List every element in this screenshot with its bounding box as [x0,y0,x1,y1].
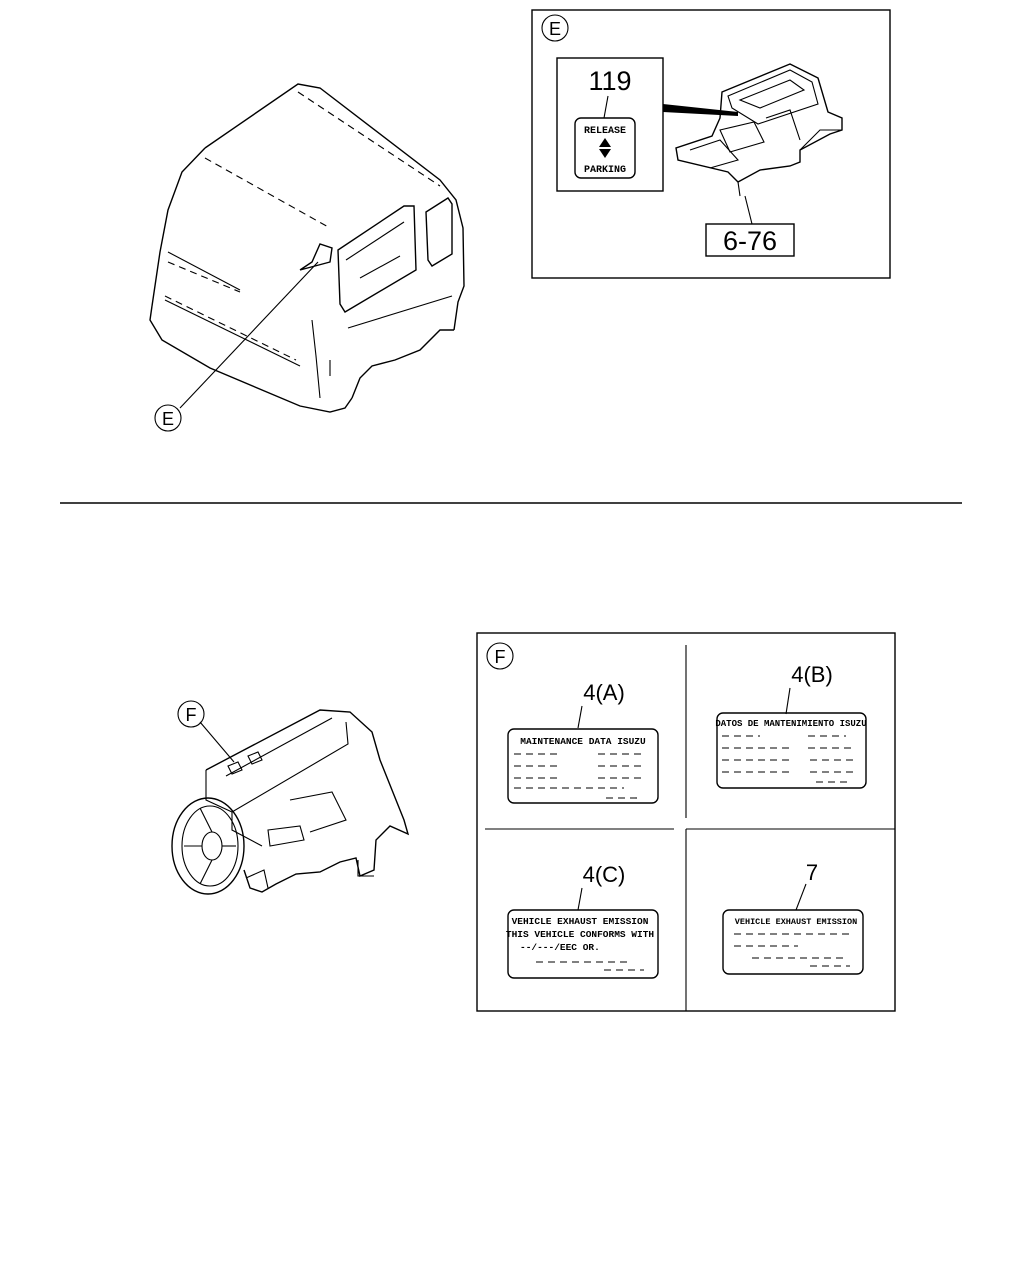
part-number-4c: 4(C) [583,862,626,887]
part-number-4a: 4(A) [583,680,625,705]
part-number-119: 119 [588,66,631,96]
label-4a-title: MAINTENANCE DATA ISUZU [520,736,646,747]
callout-f-engine-letter: F [186,705,197,725]
reference-6-76: 6-76 [723,226,777,256]
detail-f-letter: F [495,647,506,667]
label-4b: 4(B) DATOS DE MANTENIMIENTO ISUZU [715,662,867,789]
callout-e-cab: E [154,404,182,432]
label-4c-line3: --/---/EEC OR. [520,942,600,953]
detail-e-letter: E [549,19,561,39]
label-4a: 4(A) MAINTENANCE DATA ISUZU [507,680,659,804]
decal-parking-text: PARKING [584,165,626,176]
reference-6-76-box [705,223,795,257]
leader-wedge [663,104,738,116]
label-4c: 4(C) VEHICLE EXHAUST EMISSION THIS VEHIC… [506,862,659,979]
label-7-title: VEHICLE EXHAUST EMISSION [735,917,857,927]
detail-e-box: E 119 RELEASE PARKING 6-76 [531,9,891,279]
label-7: 7 VEHICLE EXHAUST EMISSION [722,860,864,975]
callout-e-cab-letter: E [162,409,174,429]
decal-release-text: RELEASE [584,126,626,137]
truck-cab-illustration [149,83,465,413]
engine-illustration [171,709,410,895]
label-4c-line1: VEHICLE EXHAUST EMISSION [512,916,649,927]
part-number-7: 7 [806,860,818,885]
arrow-down-icon [599,149,611,158]
part-number-4b: 4(B) [791,662,833,687]
center-console-illustration [675,63,843,197]
release-parking-decal [574,117,636,179]
label-4c-line2: THIS VEHICLE CONFORMS WITH [506,929,655,940]
callout-f-engine: F [177,700,205,728]
label-4b-title: DATOS DE MANTENIMIENTO ISUZU [715,719,866,729]
detail-f-box: F 4(A) MAINTENANCE DATA ISUZU 4(B) DATOS… [476,632,896,1012]
arrow-up-icon [599,138,611,147]
